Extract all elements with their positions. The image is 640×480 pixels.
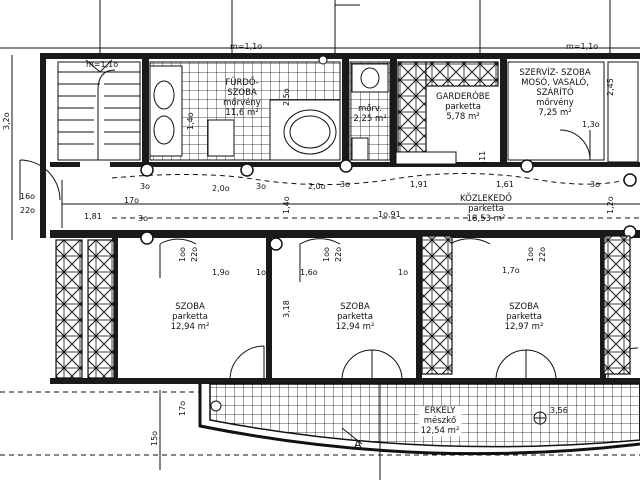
room-label-service: SZERVÍZ- SZOBA MOSÓ, VASALÓ, SZÁRÍTÓ mőr…: [519, 68, 590, 118]
room-label-room-3: SZOBA parketta 12,97 m²: [505, 302, 544, 332]
lower-grid-lines: [0, 384, 640, 480]
dim-label: 2,5o: [282, 88, 291, 106]
room-name: SZERVÍZ- SZOBA: [519, 68, 591, 78]
bathroom-fixtures: [149, 55, 341, 161]
room-area: 18,53 m²: [466, 214, 506, 224]
dim-label: 1,6o: [300, 268, 318, 277]
room-area: 11,6 m²: [225, 108, 259, 118]
room-name: ERKÉLY: [424, 406, 456, 416]
dim-label: 1,2o: [606, 196, 615, 214]
room-floor: parketta: [468, 204, 504, 214]
room-area: 2,25 m²: [353, 114, 387, 124]
room-name: FÜRDŐ-: [225, 78, 259, 88]
room-name: SZOBA: [340, 302, 370, 312]
dim-label: 22o: [190, 246, 199, 262]
top-dimension-ticks: [99, 0, 611, 55]
dim-label: 1,61: [496, 180, 514, 189]
dim-label: m=1,1o: [230, 42, 263, 51]
room-label-bathroom: FÜRDŐ- SZOBA mőrvény 11,6 m²: [223, 78, 261, 118]
room-floor: parketta: [172, 312, 208, 322]
room-floor: mőrvény: [223, 98, 261, 108]
room-label-wc: mőrv. 2,25 m²: [353, 104, 386, 124]
staircase: [57, 59, 141, 161]
dim-label: 22o: [538, 246, 547, 262]
walls: [40, 53, 640, 384]
dim-label: 1oo: [178, 247, 187, 262]
dim-label: 1,3o: [582, 120, 600, 129]
dim-label: 111: [478, 150, 487, 166]
dim-label: 15o: [150, 430, 159, 446]
dim-label: 16o: [20, 192, 36, 201]
room-name: SZOBA: [175, 302, 205, 312]
room-name-line3: SZÁRÍTÓ: [536, 88, 574, 98]
room-area: 12,94 m²: [170, 322, 210, 332]
dim-label: 3o: [138, 214, 148, 223]
dim-label: 3,18: [282, 300, 291, 318]
dim-label: 2,45: [606, 78, 615, 96]
dim-label: 1oo: [322, 247, 331, 262]
room-name: KÖZLEKEDŐ: [460, 194, 512, 204]
dim-label: 1o,91: [378, 210, 401, 219]
dim-label: 1o: [398, 268, 408, 277]
dim-label: 1,81: [84, 212, 102, 221]
room-area: 12,94 m²: [335, 322, 375, 332]
dim-label: 3o: [256, 182, 266, 191]
dim-label: 17o: [178, 400, 187, 416]
room-area: 5,78 m²: [446, 112, 480, 122]
dim-label: 2,0o: [212, 184, 230, 193]
room-name-line2: SZOBA: [227, 88, 257, 98]
room-floor: parketta: [506, 312, 542, 322]
dim-label: m=1,1o: [566, 42, 599, 51]
room-area: 7,25 m²: [538, 108, 572, 118]
dim-label: 2,0o: [308, 182, 326, 191]
room-floor: mészkő: [423, 416, 457, 426]
built-in-closets: [55, 235, 631, 379]
room-label-garderobe: GARDERÓBE parketta 5,78 m²: [436, 92, 490, 122]
room-floor: parketta: [337, 312, 373, 322]
room-area: 12,97 m²: [504, 322, 544, 332]
service-room-fixtures: [507, 61, 639, 163]
column-markers: [140, 159, 637, 251]
room-floor: mőrvény: [536, 98, 574, 108]
room-name: GARDERÓBE: [435, 92, 491, 102]
dim-label: 17o: [124, 196, 140, 205]
dim-label: 3,2o: [2, 112, 11, 130]
dim-label: m=1,1o: [86, 60, 119, 69]
dim-label: 22o: [20, 206, 36, 215]
dim-label: 3o: [590, 180, 600, 189]
garderobe-wardrobes: [395, 61, 499, 165]
dim-label: 22o: [334, 246, 343, 262]
dim-label: 3o: [140, 182, 150, 191]
room-name-line2: MOSÓ, VASALÓ,: [521, 78, 589, 88]
room-label-corridor: KÖZLEKEDŐ parketta 18,53 m²: [460, 194, 512, 224]
section-marker: A: [354, 438, 362, 451]
dim-label: 1o: [256, 268, 266, 277]
room-area: 12,54 m²: [420, 426, 460, 436]
wc-fixtures: [351, 63, 389, 161]
room-floor: mőrv.: [357, 104, 383, 114]
dim-label: 1oo: [526, 247, 535, 262]
room-label-room-2: SZOBA parketta 12,94 m²: [336, 302, 375, 332]
dim-label: 1,9o: [212, 268, 230, 277]
dim-label: 1,4o: [282, 196, 291, 214]
dim-label: 1,91: [410, 180, 428, 189]
dim-label: 1,7o: [502, 266, 520, 275]
dim-label: 3,56: [550, 406, 568, 415]
dim-label: 1,4o: [186, 112, 195, 130]
dim-label: 3o: [340, 180, 350, 189]
room-label-room-1: SZOBA parketta 12,94 m²: [171, 302, 210, 332]
room-floor: parketta: [445, 102, 481, 112]
room-name: SZOBA: [509, 302, 539, 312]
corridor-dashed-lines: [61, 172, 640, 228]
room-label-balcony: ERKÉLY mészkő 12,54 m²: [418, 406, 462, 436]
